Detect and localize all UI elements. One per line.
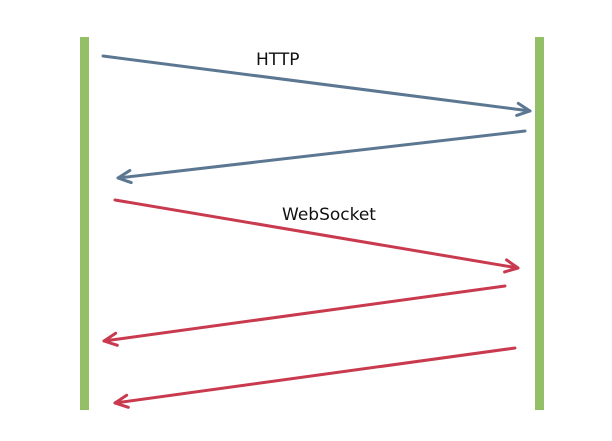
- arrow-head: [515, 101, 532, 117]
- arrow-shaft: [113, 198, 520, 270]
- websocket-message-arrow-3: [113, 198, 520, 274]
- websocket-label: WebSocket: [282, 205, 376, 225]
- right-lifeline: [535, 37, 544, 410]
- http-label: HTTP: [256, 50, 300, 70]
- http-message-arrow-2: [116, 129, 527, 185]
- http-message-arrow-1: [101, 54, 532, 117]
- left-lifeline: [80, 37, 89, 410]
- websocket-message-arrow-4: [102, 284, 507, 347]
- arrow-head: [503, 258, 520, 274]
- message-arrows: [101, 54, 532, 409]
- arrow-shaft: [116, 129, 527, 180]
- arrow-shaft: [101, 54, 532, 113]
- arrow-shaft: [113, 346, 517, 405]
- arrow-head: [116, 169, 133, 185]
- websocket-message-arrow-5: [113, 346, 517, 409]
- arrow-head: [102, 331, 119, 347]
- arrow-head: [113, 393, 130, 409]
- arrow-shaft: [102, 284, 507, 343]
